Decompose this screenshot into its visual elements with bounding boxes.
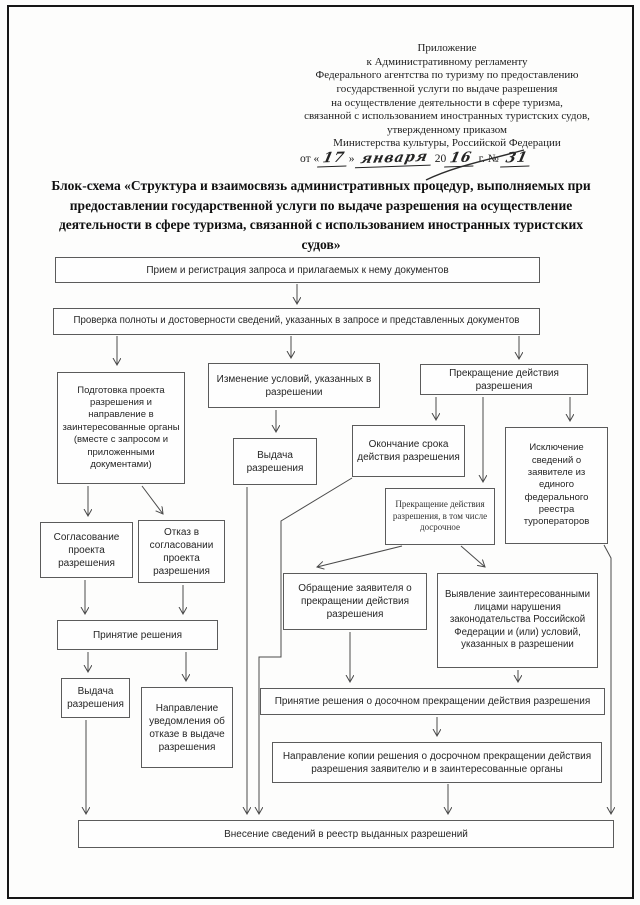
date-close-quote: » (348, 153, 355, 165)
header-line: связанной с использованием иностранных т… (304, 110, 590, 123)
node-refusal-notice: Направление уведомления об отказе в выда… (141, 687, 233, 768)
header-line: на осуществление деятельности в сфере ту… (331, 96, 563, 109)
connector-early-applicant (317, 545, 403, 567)
year-printed: 20 (434, 153, 447, 165)
node-verify-completeness: Проверка полноты и достоверности сведени… (53, 308, 540, 335)
node-issue-permit-middle: Выдача разрешения (233, 438, 317, 485)
node-issue-permit-left: Выдача разрешения (61, 678, 130, 718)
connector-expiry-registry (259, 477, 353, 814)
node-change-conditions: Изменение условий, указанных в разрешени… (208, 363, 380, 408)
node-permit-expiry: Окончание срока действия разрешения (352, 425, 465, 477)
node-applicant-request: Обращение заявителя о прекращении действ… (283, 573, 427, 630)
connector-early-violation (460, 545, 485, 567)
node-approve-draft: Согласование проекта разрешения (40, 522, 133, 578)
node-termination-including-early: Прекращение действия разрешения, в том ч… (385, 488, 495, 545)
header-line: утвержденному приказом (386, 123, 508, 136)
header-line: Приложение (417, 42, 477, 54)
header-line: к Административному регламенту (366, 55, 528, 68)
header-line: Федерального агентства по туризму по пре… (315, 69, 579, 82)
node-early-termination-decision: Принятие решения о досочном прекращении … (260, 688, 605, 715)
page-title: Блок-схема «Структура и взаимосвязь адми… (51, 178, 591, 252)
document-header: Приложение к Административному регламент… (282, 42, 612, 151)
header-line: Министерства культуры, Российской Федера… (333, 137, 561, 150)
node-exclusion-from-registry: Исключение сведений о заявителе из едино… (505, 427, 608, 544)
date-prefix: от « (300, 153, 320, 165)
connector-exclusion-registry (603, 544, 611, 814)
node-prepare-draft-permit: Подготовка проекта разрешения и направле… (57, 372, 185, 484)
connector-prepare-refuse (141, 485, 163, 514)
node-registry-entry: Внесение сведений в реестр выданных разр… (78, 820, 614, 848)
node-receive-registration: Прием и регистрация запроса и прилагаемы… (55, 257, 540, 283)
node-violation-detected: Выявление заинтересованными лицами наруш… (437, 573, 598, 668)
node-refuse-approval: Отказ в согласовании проекта разрешения (138, 520, 225, 583)
header-line: государственной услуги по выдаче разреше… (336, 82, 558, 95)
node-permit-termination: Прекращение действия разрешения (420, 364, 588, 395)
node-decision-making: Принятие решения (57, 620, 218, 650)
signature-flourish (425, 149, 525, 181)
node-send-decision-copy: Направление копии решения о досрочном пр… (272, 742, 602, 783)
